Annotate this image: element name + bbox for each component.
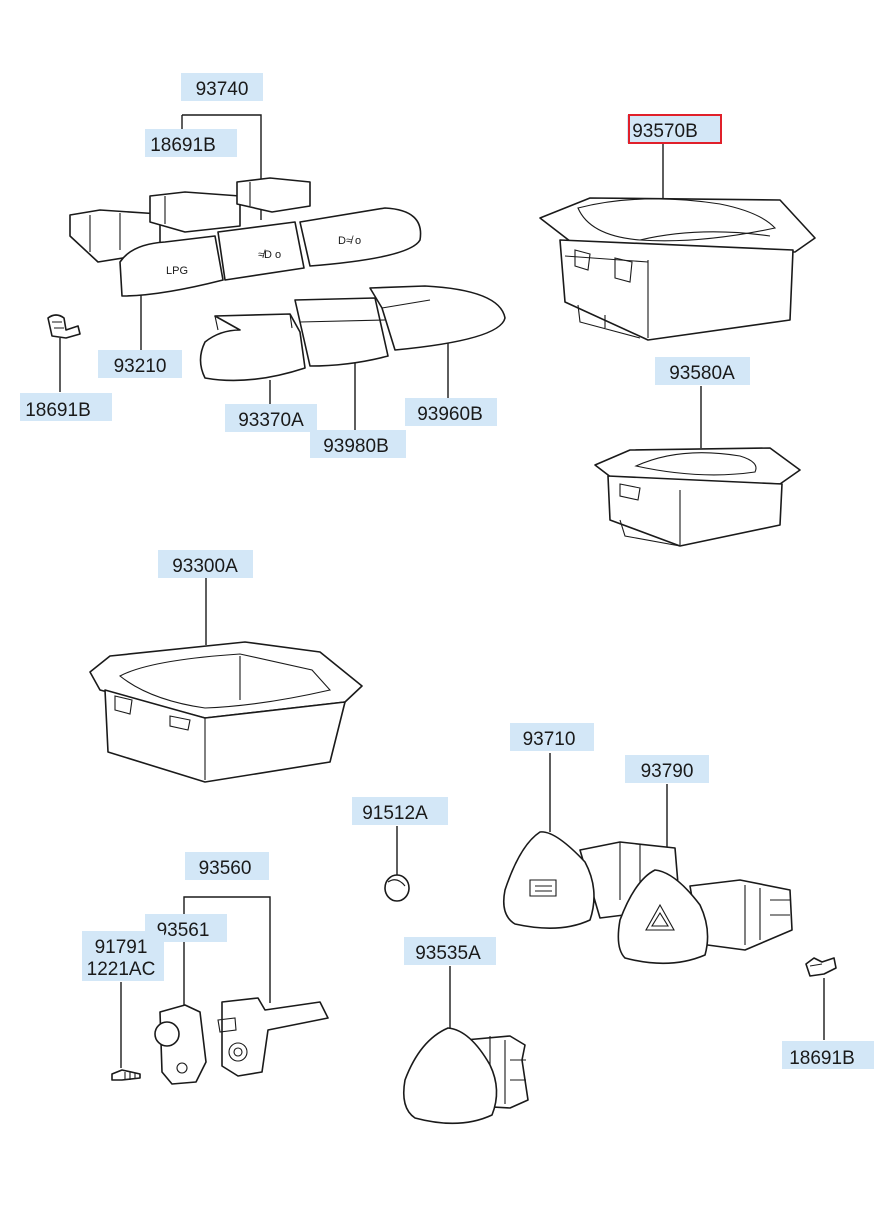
switch-93535a xyxy=(402,1027,529,1125)
rear-fog-marking: ≉D o xyxy=(258,249,281,261)
switch-93980b xyxy=(294,297,389,367)
switch-93370a xyxy=(199,313,306,382)
label-93740: 93740 xyxy=(196,79,249,100)
part-labels: 93740 18691B 18691B 93210 93370A 93980B … xyxy=(20,73,874,1069)
label-93980b: 93980B xyxy=(323,436,389,457)
label-18691b-left: 18691B xyxy=(25,400,91,421)
bezel-93300a xyxy=(89,641,363,783)
label-91791: 91791 xyxy=(95,937,148,958)
label-93300a: 93300A xyxy=(172,556,238,577)
label-91512a: 91512A xyxy=(362,803,428,824)
label-93560: 93560 xyxy=(199,858,252,879)
leader-93560 xyxy=(183,896,271,1005)
label-1221ac: 1221AC xyxy=(87,959,156,980)
label-93710: 93710 xyxy=(523,729,576,750)
cap-91512a xyxy=(384,874,410,902)
lamp-assembly-93560 xyxy=(111,997,329,1085)
screw-91791 xyxy=(111,1069,141,1081)
label-93960b: 93960B xyxy=(417,404,483,425)
label-93580a: 93580A xyxy=(669,363,735,384)
bezel-93580a xyxy=(594,447,801,547)
label-18691b-right: 18691B xyxy=(789,1048,855,1069)
lpg-marking: LPG xyxy=(166,265,188,277)
screw-18691b-right xyxy=(805,957,837,977)
front-fog-marking: D≉ o xyxy=(338,235,361,247)
front-fog-switch xyxy=(299,207,422,267)
label-93535a: 93535A xyxy=(415,943,481,964)
label-93210: 93210 xyxy=(114,356,167,377)
bezel-93570b xyxy=(539,197,816,341)
highlight-box-93570b xyxy=(628,114,722,144)
rear-fog-switch xyxy=(217,221,305,281)
label-93790: 93790 xyxy=(641,761,694,782)
switch-93960b xyxy=(369,285,506,351)
label-18691b-top: 18691B xyxy=(150,135,216,156)
label-93561: 93561 xyxy=(157,920,210,941)
switch-row-lower xyxy=(199,285,506,382)
leader-lines xyxy=(59,114,825,1068)
screw-18691b-left xyxy=(47,314,81,339)
switch-row-upper: LPG ≉D o D≉ o xyxy=(69,177,422,297)
switch-93790 xyxy=(617,869,793,965)
label-93570b[interactable]: 93570B xyxy=(632,121,698,142)
label-93370a: 93370A xyxy=(238,410,304,431)
lpg-switch xyxy=(119,235,224,297)
